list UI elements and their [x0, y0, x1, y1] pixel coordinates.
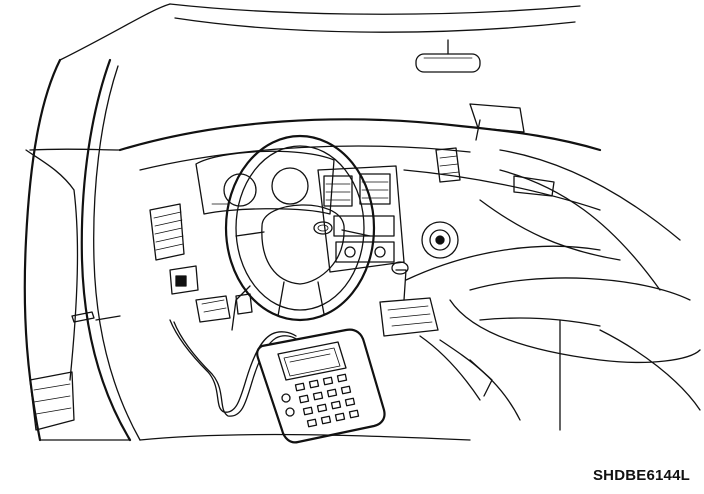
steering-column-pedals — [169, 265, 253, 331]
scan-tool-device — [256, 328, 386, 444]
instrument-cluster — [195, 150, 335, 215]
passenger-door — [421, 149, 681, 291]
rear-view-mirror — [415, 39, 481, 73]
front-seats — [449, 277, 701, 431]
floor-lines — [39, 311, 471, 441]
figure-code-label: SHDBE6144L — [592, 467, 690, 484]
door-frame — [23, 58, 141, 442]
left-air-vent — [149, 203, 185, 261]
scan-tool-cable — [169, 319, 299, 417]
passenger-dash — [403, 147, 601, 281]
steering-wheel — [224, 134, 376, 322]
dashboard-top — [29, 103, 602, 171]
roof-lines — [59, 3, 581, 61]
gear-shifter — [379, 261, 521, 421]
